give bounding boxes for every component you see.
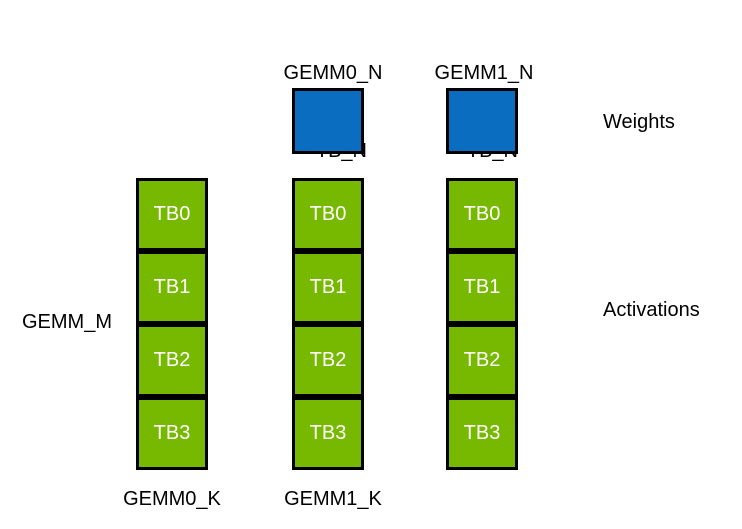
tile-col0-tb0: TB0 xyxy=(136,178,208,251)
tile-col0-tb1: TB1 xyxy=(136,251,208,324)
activation-column-1: TB0 TB1 TB2 TB3 xyxy=(292,178,364,470)
tile-col1-tb1: TB1 xyxy=(292,251,364,324)
tile-col1-tb0: TB0 xyxy=(292,178,364,251)
tile-col2-tb3: TB3 xyxy=(446,397,518,470)
tile-label: TB2 xyxy=(463,349,501,371)
tile-label: TB1 xyxy=(153,276,191,298)
tile-col1-tb2: TB2 xyxy=(292,324,364,397)
weights-box-gemm1 xyxy=(446,88,518,154)
tile-label: TB1 xyxy=(463,276,501,298)
tile-label: TB1 xyxy=(309,276,347,298)
top-label-gemm0-n-line1: GEMM0_N xyxy=(283,62,383,84)
tile-col2-tb1: TB1 xyxy=(446,251,518,324)
tile-label: TB0 xyxy=(309,203,347,225)
tile-label: TB2 xyxy=(153,349,191,371)
label-weights: Weights xyxy=(603,111,675,133)
tile-col0-tb2: TB2 xyxy=(136,324,208,397)
tile-label: TB3 xyxy=(463,422,501,444)
activation-column-0: TB0 TB1 TB2 TB3 xyxy=(136,178,208,470)
label-gemm0-k: GEMM0_K xyxy=(123,488,221,510)
label-activations: Activations xyxy=(603,299,700,321)
label-gemm-m: GEMM_M xyxy=(22,311,112,333)
tile-label: TB3 xyxy=(309,422,347,444)
tile-col0-tb3: TB3 xyxy=(136,397,208,470)
tile-label: TB3 xyxy=(153,422,191,444)
tile-label: TB0 xyxy=(463,203,501,225)
activation-column-2: TB0 TB1 TB2 TB3 xyxy=(446,178,518,470)
label-gemm1-k: GEMM1_K xyxy=(284,488,382,510)
tile-col2-tb0: TB0 xyxy=(446,178,518,251)
tile-label: TB2 xyxy=(309,349,347,371)
tile-col2-tb2: TB2 xyxy=(446,324,518,397)
top-label-gemm1-n-line1: GEMM1_N xyxy=(434,62,534,84)
tile-col1-tb3: TB3 xyxy=(292,397,364,470)
weights-box-gemm0 xyxy=(292,88,364,154)
tile-label: TB0 xyxy=(153,203,191,225)
